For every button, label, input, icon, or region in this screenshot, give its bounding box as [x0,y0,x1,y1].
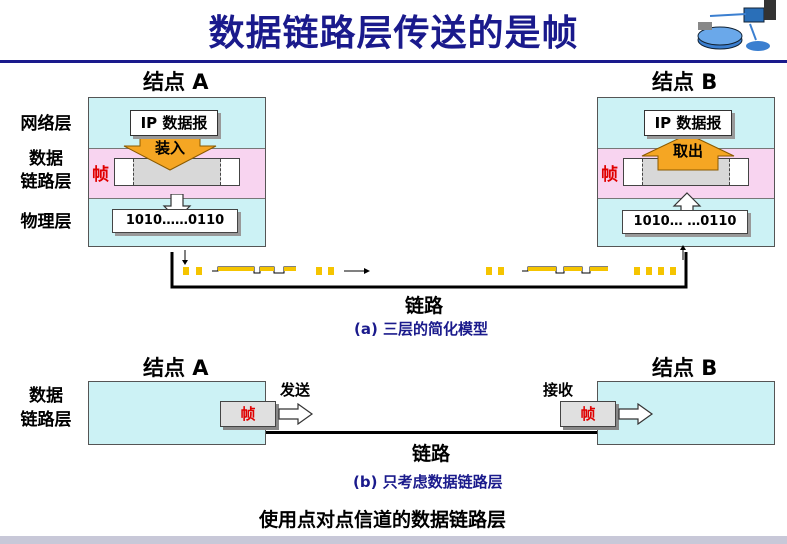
receive-arrow-icon [618,403,654,425]
caption-b: (b) 只考虑数据链路层 [353,473,503,491]
node-a-title-b: 结点 A [143,356,209,380]
physical-link-a [170,245,688,289]
node-a-title: 结点 A [143,70,209,94]
send-arrow-icon [278,403,314,425]
page-title: 数据链路层传送的是帧 [208,13,579,54]
node-b-title-b: 结点 B [652,356,718,380]
ip-datagram-a: IP 数据报 [130,110,218,136]
layer-label-datalink-line1: 数据 [29,149,63,169]
take-out-label: 取出 [672,142,703,160]
load-in-label: 装入 [154,139,185,157]
frame-box-a: 帧 [220,401,276,427]
layer-label-datalink-line1-b: 数据 [29,386,63,406]
caption-a: (a) 三层的简化模型 [354,320,489,338]
link-label-b: 链路 [412,443,451,465]
receive-label: 接收 [543,381,574,399]
bottom-caption: 使用点对点信道的数据链路层 [259,509,507,531]
ip-datagram-b: IP 数据报 [644,110,732,136]
network-devices-icon [697,0,776,51]
frame-a-payload [133,159,221,185]
layer-label-physical: 物理层 [20,212,72,232]
layer-label-datalink-line2: 链路层 [20,172,72,192]
link-line-b [266,431,597,434]
title-divider [0,60,787,63]
frame-label-a: 帧 [92,165,109,185]
bit-stream-b: 1010… …0110 [622,210,748,234]
footer-bar [0,536,787,544]
layer-label-datalink-line2-b: 链路层 [20,410,72,430]
node-a-datalink-box [88,381,266,445]
layer-label-network: 网络层 [20,114,72,134]
take-out-arrow-icon [641,133,735,171]
frame-box-b: 帧 [560,401,616,427]
frame-label-b: 帧 [601,165,618,185]
node-b-title: 结点 B [652,70,718,94]
send-label: 发送 [280,381,311,399]
link-label-a: 链路 [405,295,444,317]
bit-stream-a: 1010……0110 [112,209,238,233]
